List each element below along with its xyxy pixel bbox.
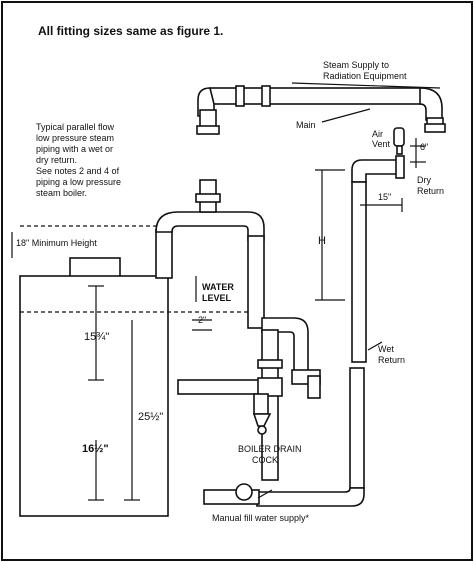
boiler: [19, 257, 169, 517]
note-line: steam boiler.: [36, 188, 87, 198]
title: All fitting sizes same as figure 1.: [38, 24, 223, 38]
h-label: H: [318, 235, 326, 247]
note-line: Typical parallel flow: [36, 122, 115, 132]
note-line: See notes 2 and 4 of: [36, 166, 120, 176]
note-line: low pressure steam: [36, 133, 114, 143]
air-vent: [393, 127, 405, 155]
wet-return-label: Return: [378, 355, 405, 365]
dry-return-label: Dry: [417, 175, 431, 185]
note-line: dry return.: [36, 155, 77, 165]
air-vent-label: Vent: [372, 139, 391, 149]
dim-25-5-label: 25½": [138, 411, 163, 423]
dry-return-label: Return: [417, 186, 444, 196]
dim-2-label: 2": [198, 315, 206, 325]
manual-fill-label: Manual fill water supply*: [212, 513, 310, 523]
note-line: piping a low pressure: [36, 177, 121, 187]
wet-return-pipe: [203, 367, 365, 507]
dim-15-label: 15": [378, 192, 391, 202]
main-label: Main: [296, 120, 316, 130]
boiler-drain-cock: [252, 393, 272, 435]
wet-return-label: Wet: [378, 344, 394, 354]
hartford-loop: [177, 317, 321, 481]
water-level-label: LEVEL: [202, 293, 232, 303]
dim-6-label: 6": [420, 142, 428, 152]
steam-main: [196, 82, 446, 135]
drain-cock-label: COCK: [252, 455, 278, 465]
min-height-label: 18" Minimum Height: [16, 238, 97, 248]
air-vent-label: Air: [372, 129, 383, 139]
water-level-label: WATER: [202, 282, 234, 292]
dim-16-5-label: 16½": [82, 443, 109, 455]
dim-15-75-label: 15¾": [84, 331, 109, 343]
drain-cock-label: BOILER DRAIN: [238, 444, 302, 454]
steam-supply-label: Steam Supply to: [323, 60, 389, 70]
header-piping: [155, 179, 265, 329]
note-line: piping with a wet or: [36, 144, 113, 154]
steam-supply-label: Radiation Equipment: [323, 71, 407, 81]
dry-return-pipe: [351, 155, 405, 363]
note-block: Typical parallel flow low pressure steam…: [36, 122, 121, 198]
